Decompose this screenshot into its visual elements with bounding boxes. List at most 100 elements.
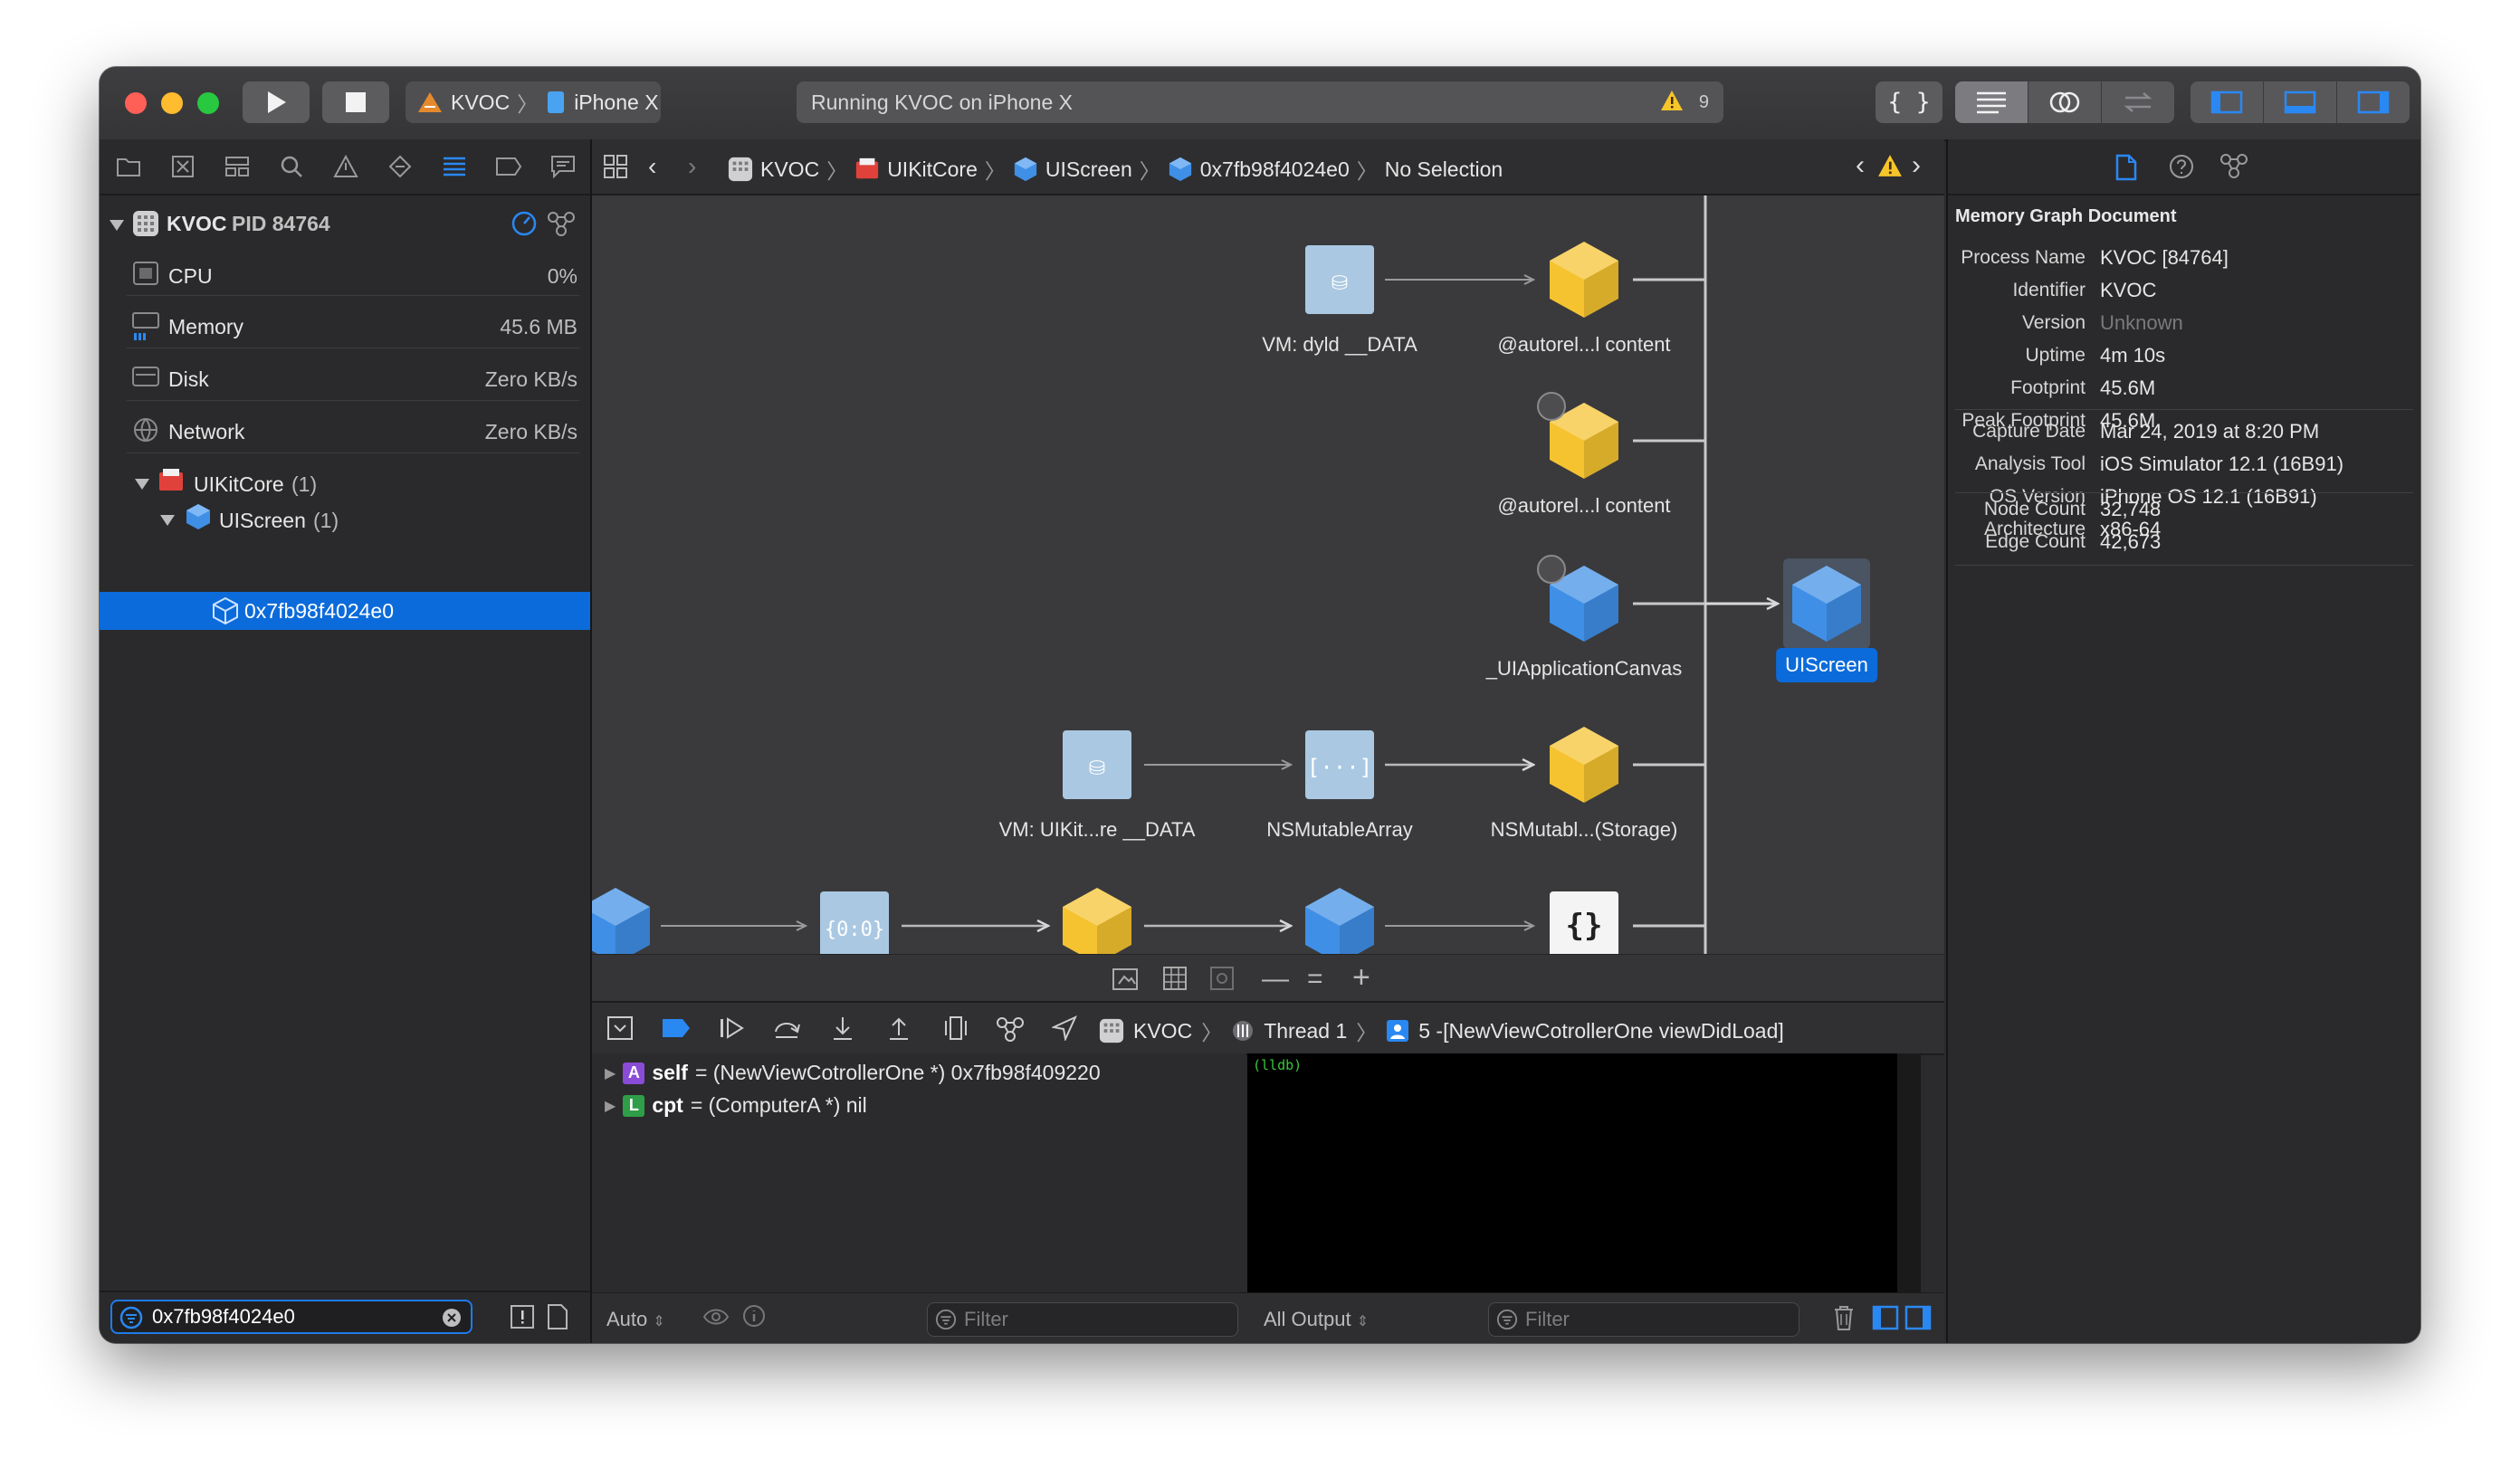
warning-icon[interactable] bbox=[1877, 154, 1903, 183]
simulate-location-icon[interactable] bbox=[1050, 1015, 1078, 1046]
debug-thread[interactable]: Thread 1 bbox=[1264, 1018, 1348, 1043]
breadcrumb-item[interactable]: KVOC bbox=[760, 157, 820, 181]
object-node[interactable] bbox=[592, 888, 650, 954]
vm-region-node[interactable]: ⛁ bbox=[1063, 730, 1131, 799]
source-control-icon[interactable] bbox=[165, 148, 201, 185]
related-items-icon[interactable] bbox=[603, 154, 628, 185]
quick-look-icon[interactable] bbox=[702, 1306, 730, 1333]
warning-icon[interactable] bbox=[1660, 90, 1684, 117]
console-scrollbar[interactable] bbox=[1897, 1053, 1921, 1292]
breadcrumb-item[interactable]: No Selection bbox=[1384, 157, 1503, 181]
dictionary-node[interactable]: {} bbox=[1550, 891, 1618, 954]
toggle-debug-area-button[interactable] bbox=[2264, 81, 2337, 123]
breakpoints-toggle-icon[interactable] bbox=[661, 1017, 692, 1044]
file-inspector-icon[interactable] bbox=[2114, 154, 2138, 186]
export-graph-icon[interactable] bbox=[1112, 966, 1139, 996]
debug-frame[interactable]: 5 -[NewViewCotrollerOne viewDidLoad] bbox=[1418, 1018, 1784, 1043]
folder-icon[interactable] bbox=[110, 148, 147, 185]
layout-graph-icon[interactable] bbox=[1162, 966, 1188, 996]
step-into-icon[interactable] bbox=[831, 1015, 854, 1046]
console-filter-field[interactable]: Filter bbox=[1488, 1302, 1799, 1337]
report-icon[interactable] bbox=[545, 148, 581, 185]
vm-region-node[interactable]: ⛁ bbox=[1305, 245, 1374, 314]
console-view[interactable]: (lldb) bbox=[1247, 1053, 1921, 1292]
variables-only-toggle-icon[interactable] bbox=[1872, 1304, 1899, 1337]
toggle-navigator-button[interactable] bbox=[2191, 81, 2264, 123]
process-row[interactable]: KVOC PID 84764 bbox=[100, 208, 590, 241]
zoom-reset-icon[interactable]: = bbox=[1307, 964, 1323, 994]
toggle-inspector-button[interactable] bbox=[2337, 81, 2410, 123]
library-button[interactable]: { } bbox=[1876, 81, 1942, 123]
uiscreen-node[interactable] bbox=[1783, 558, 1870, 649]
help-icon[interactable] bbox=[2169, 154, 2194, 184]
zoom-out-icon[interactable]: — bbox=[1262, 964, 1289, 994]
autorelease-pool-node[interactable] bbox=[1550, 242, 1618, 318]
variables-scope-select[interactable]: Auto ⇕ bbox=[606, 1308, 665, 1331]
document-filter-icon[interactable] bbox=[547, 1303, 568, 1335]
assistant-editor-button[interactable] bbox=[2028, 81, 2102, 123]
disclosure-triangle-icon[interactable] bbox=[134, 472, 150, 497]
previous-issue-icon[interactable]: ‹ bbox=[1856, 150, 1865, 180]
stop-button[interactable] bbox=[322, 81, 389, 123]
next-issue-icon[interactable]: › bbox=[1912, 150, 1921, 180]
cpu-gauge-row[interactable]: CPU 0% bbox=[100, 257, 590, 293]
nsmutablearray-node[interactable]: [···] bbox=[1305, 730, 1374, 799]
memory-graph-icon[interactable] bbox=[547, 210, 576, 243]
console-only-toggle-icon[interactable] bbox=[1904, 1304, 1932, 1337]
scheme-selector[interactable]: KVOC 〉 iPhone X bbox=[406, 81, 661, 123]
variable-row[interactable]: ▶ L cpt = (ComputerA *) nil bbox=[605, 1093, 867, 1118]
application-canvas-node[interactable] bbox=[1537, 555, 1618, 642]
symbol-icon[interactable] bbox=[219, 148, 255, 185]
continue-icon[interactable] bbox=[719, 1015, 746, 1046]
test-icon[interactable] bbox=[382, 148, 418, 185]
zoom-window-button[interactable] bbox=[197, 92, 219, 114]
autorelease-pool-node[interactable] bbox=[1537, 392, 1618, 479]
breadcrumb-item[interactable]: 0x7fb98f4024e0 bbox=[1199, 157, 1350, 181]
search-icon[interactable] bbox=[273, 148, 310, 185]
struct-node[interactable] bbox=[1063, 888, 1131, 954]
gauge-icon[interactable] bbox=[511, 210, 538, 243]
memory-graph-icon[interactable] bbox=[2219, 152, 2248, 184]
storage-node[interactable] bbox=[1550, 727, 1618, 803]
back-arrow-icon[interactable]: ‹ bbox=[648, 152, 657, 180]
step-over-icon[interactable] bbox=[773, 1015, 800, 1046]
memory-gauge-row[interactable]: Memory 45.6 MB bbox=[100, 308, 590, 353]
breadcrumb-item[interactable]: UIKitCore bbox=[887, 157, 978, 181]
standard-editor-button[interactable] bbox=[1955, 81, 2028, 123]
debug-navigator-icon[interactable] bbox=[436, 148, 472, 185]
network-gauge-row[interactable]: Network Zero KB/s bbox=[100, 413, 590, 449]
disclosure-triangle-icon[interactable] bbox=[159, 509, 176, 533]
object-node[interactable] bbox=[1305, 888, 1374, 954]
focus-graph-icon[interactable] bbox=[1209, 966, 1235, 996]
view-hierarchy-icon[interactable] bbox=[943, 1015, 969, 1046]
map-table-node[interactable]: {0:0} bbox=[820, 891, 889, 954]
breakpoint-icon[interactable] bbox=[491, 148, 527, 185]
zoom-in-icon[interactable]: + bbox=[1352, 960, 1370, 995]
disclosure-triangle-icon[interactable]: ▶ bbox=[605, 1098, 616, 1114]
minimize-window-button[interactable] bbox=[161, 92, 183, 114]
clear-field-icon[interactable] bbox=[442, 1308, 462, 1333]
close-window-button[interactable] bbox=[125, 92, 147, 114]
tree-item-uikitcore[interactable]: UIKitCore (1) bbox=[100, 465, 590, 500]
variables-filter-field[interactable]: Filter bbox=[927, 1302, 1238, 1337]
memory-graph-icon[interactable] bbox=[996, 1015, 1025, 1048]
forward-arrow-icon[interactable]: › bbox=[688, 152, 697, 180]
hide-debug-area-icon[interactable] bbox=[606, 1015, 634, 1046]
version-editor-button[interactable] bbox=[2102, 81, 2174, 123]
tree-item-uiscreen[interactable]: UIScreen (1) bbox=[100, 501, 590, 536]
run-button[interactable] bbox=[243, 81, 310, 123]
step-out-icon[interactable] bbox=[887, 1015, 911, 1046]
memory-graph-canvas[interactable]: ⛁⛁[···]{0:0}{} VM: dyld __DATA @autorel.… bbox=[592, 195, 1944, 954]
selected-node-label[interactable]: UIScreen bbox=[1776, 648, 1877, 682]
debug-target[interactable]: KVOC bbox=[1133, 1018, 1193, 1043]
output-select[interactable]: All Output ⇕ bbox=[1264, 1308, 1369, 1331]
disclosure-triangle-icon[interactable] bbox=[109, 214, 125, 238]
disclosure-triangle-icon[interactable]: ▶ bbox=[605, 1065, 616, 1082]
warning-filter-icon[interactable] bbox=[511, 1305, 534, 1333]
info-icon[interactable] bbox=[742, 1304, 766, 1333]
trash-icon[interactable] bbox=[1832, 1304, 1856, 1337]
disk-gauge-row[interactable]: Disk Zero KB/s bbox=[100, 360, 590, 396]
variable-row[interactable]: ▶ A self = (NewViewCotrollerOne *) 0x7fb… bbox=[605, 1061, 1101, 1085]
breadcrumb-item[interactable]: UIScreen bbox=[1045, 157, 1132, 181]
tree-item-selected-instance[interactable]: 0x7fb98f4024e0 bbox=[100, 592, 590, 630]
